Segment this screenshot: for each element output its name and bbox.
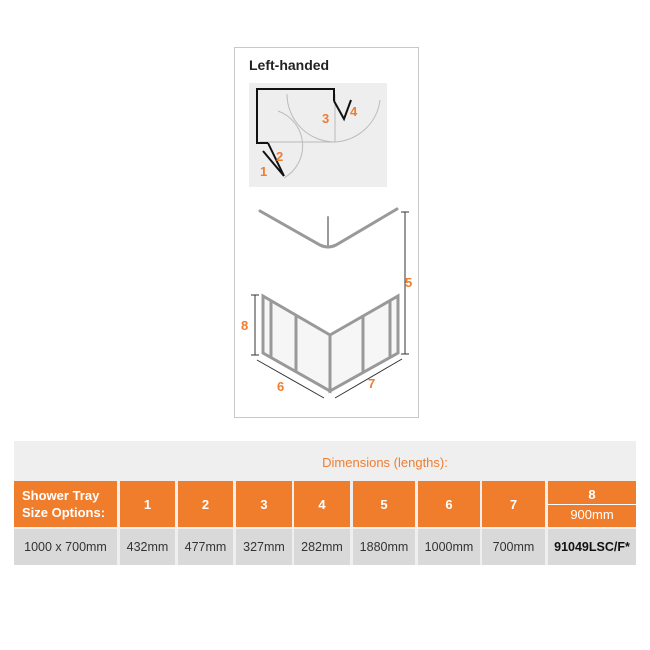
dimension-label-7: 7 <box>368 376 375 391</box>
header-4: 4 <box>294 481 350 527</box>
header-8-number: 8 <box>548 487 636 505</box>
dimensions-title: Dimensions (lengths): <box>322 455 448 470</box>
door-label-3: 3 <box>322 111 329 126</box>
left-handed-diagram-panel: 1 2 3 4 5 6 7 8 <box>234 47 419 418</box>
header-8: 8 900mm <box>548 481 636 527</box>
door-label-1: 1 <box>260 164 267 179</box>
value-6: 1000mm <box>418 529 480 565</box>
header-8-value: 900mm <box>570 506 614 522</box>
dimensions-table: Dimensions (lengths): Shower Tray Size O… <box>14 441 636 565</box>
header-7: 7 <box>482 481 545 527</box>
value-7: 700mm <box>482 529 545 565</box>
floor-plan-bg <box>249 83 387 187</box>
dimension-label-6: 6 <box>277 379 284 394</box>
value-2: 477mm <box>178 529 233 565</box>
header-6: 6 <box>418 481 480 527</box>
dimension-label-5: 5 <box>405 275 412 290</box>
header-5: 5 <box>353 481 415 527</box>
value-4: 282mm <box>294 529 350 565</box>
door-label-4: 4 <box>350 104 358 119</box>
header-3: 3 <box>236 481 292 527</box>
dimension-label-8: 8 <box>241 318 248 333</box>
header-size-options: Shower Tray Size Options: <box>14 481 117 527</box>
product-code: 91049LSC/F* <box>548 529 636 565</box>
panel-title: Left-handed <box>249 57 330 73</box>
dimension-lines <box>251 211 409 399</box>
curtain-rail <box>258 207 399 249</box>
size-cell: 1000 x 700mm <box>14 529 117 565</box>
screen-panels <box>261 293 400 394</box>
door-label-2: 2 <box>276 149 283 164</box>
value-3: 327mm <box>236 529 292 565</box>
header-1: 1 <box>120 481 175 527</box>
value-5: 1880mm <box>353 529 415 565</box>
door-swing-arcs <box>260 93 381 179</box>
value-1: 432mm <box>120 529 175 565</box>
enclosure-walls <box>256 88 352 177</box>
shower-diagram: 1 2 3 4 5 6 7 8 <box>241 83 412 399</box>
header-2: 2 <box>178 481 233 527</box>
